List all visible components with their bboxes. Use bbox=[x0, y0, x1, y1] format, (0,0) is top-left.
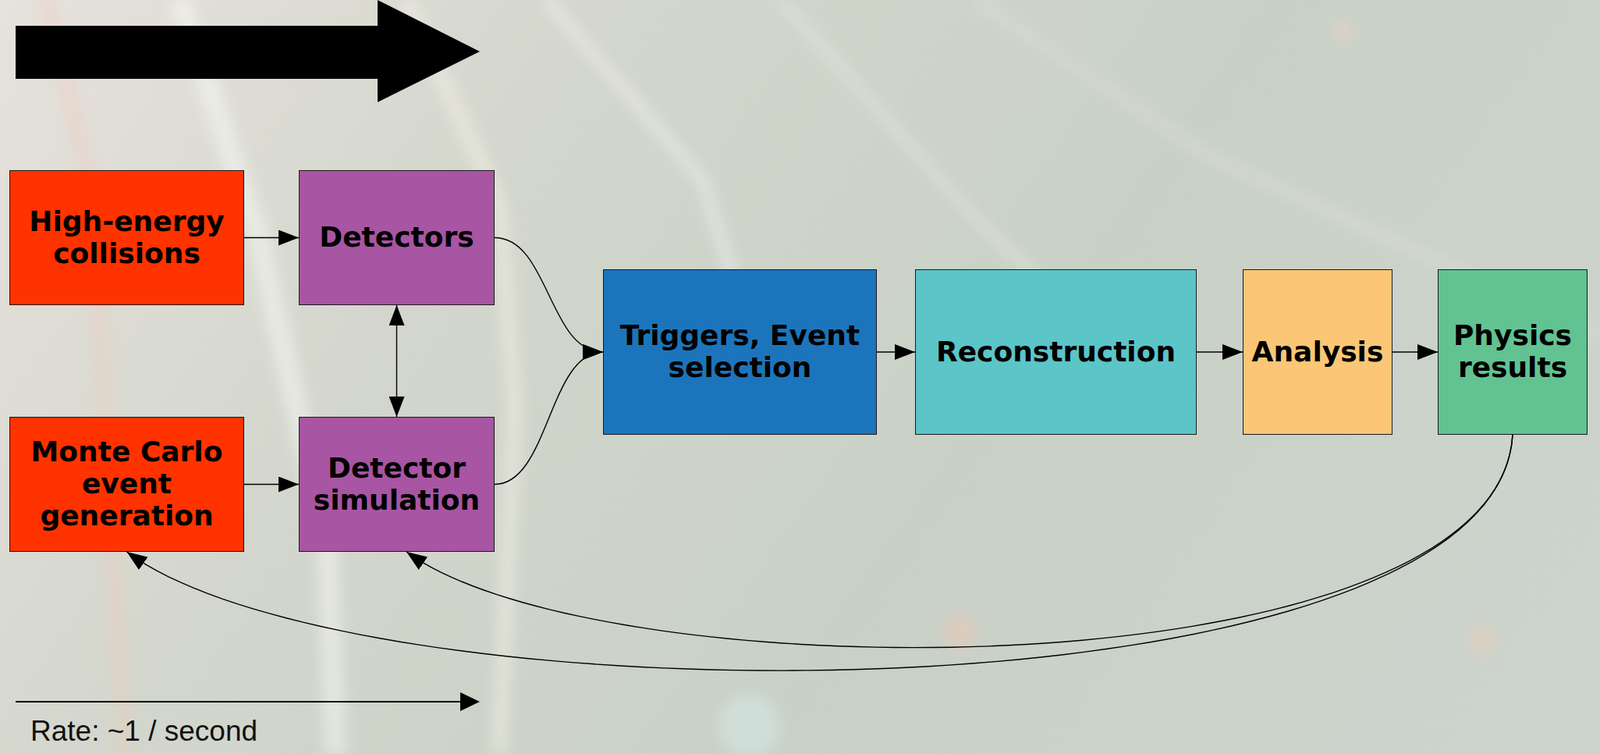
node-label: Physics results bbox=[1443, 319, 1583, 384]
flow-arrow bbox=[876, 351, 916, 352]
flow-arrow bbox=[1196, 351, 1243, 352]
rate-arrow-line bbox=[15, 700, 465, 703]
background-streaks bbox=[46, 0, 1600, 754]
result-box: Physics results bbox=[1437, 269, 1588, 435]
flow-arrow bbox=[244, 483, 299, 485]
flow-arrow bbox=[244, 237, 299, 238]
process-box: Analysis bbox=[1242, 269, 1393, 435]
flow-arrow bbox=[494, 351, 604, 485]
flow-arrow bbox=[1392, 351, 1438, 352]
flow-arrow bbox=[127, 434, 1514, 671]
flow-arrow bbox=[396, 305, 398, 417]
direction-arrow bbox=[15, 0, 480, 103]
source-box: High-energy collisions bbox=[9, 170, 245, 306]
flow-arrow bbox=[406, 434, 1513, 648]
light-spot bbox=[942, 614, 977, 650]
node-label: High-energy collisions bbox=[14, 205, 239, 270]
node-label: Reconstruction bbox=[920, 336, 1192, 369]
rate-arrow-head bbox=[460, 691, 480, 711]
detector-box: Detector simulation bbox=[298, 416, 495, 552]
node-label: Detectors bbox=[304, 221, 490, 254]
source-box: Monte Carlo event generation bbox=[9, 416, 245, 552]
node-label: Detector simulation bbox=[304, 452, 490, 516]
light-streak bbox=[179, 0, 336, 754]
light-spot bbox=[1468, 625, 1497, 654]
node-label: Monte Carlo event generation bbox=[14, 436, 239, 532]
process-box: Reconstruction bbox=[915, 269, 1197, 435]
light-streak bbox=[405, 0, 515, 754]
light-spot bbox=[717, 694, 781, 754]
process-box: Triggers, Event selection bbox=[603, 269, 877, 435]
node-label: Triggers, Event selection bbox=[608, 319, 872, 384]
warm-streak bbox=[46, 0, 125, 754]
light-spot bbox=[1330, 20, 1353, 43]
rate-note: Rate: ~1 / second bbox=[30, 715, 258, 748]
flow-arrow bbox=[494, 237, 604, 353]
node-label: Analysis bbox=[1248, 336, 1388, 369]
detector-box: Detectors bbox=[298, 170, 495, 306]
